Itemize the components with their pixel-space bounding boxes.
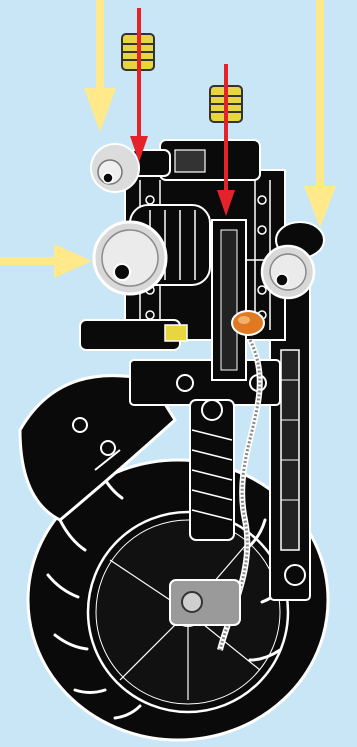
orange-indicator [232,311,264,335]
headlight-main [94,205,210,294]
arrow-down-icon [304,0,336,228]
arrow-right-icon [0,244,92,278]
arrow-down-icon [84,0,116,132]
headlight-left-top [91,144,139,192]
arrow-down-icon [130,8,148,162]
yellow-pin [165,325,187,341]
brake-caliper [170,580,240,625]
